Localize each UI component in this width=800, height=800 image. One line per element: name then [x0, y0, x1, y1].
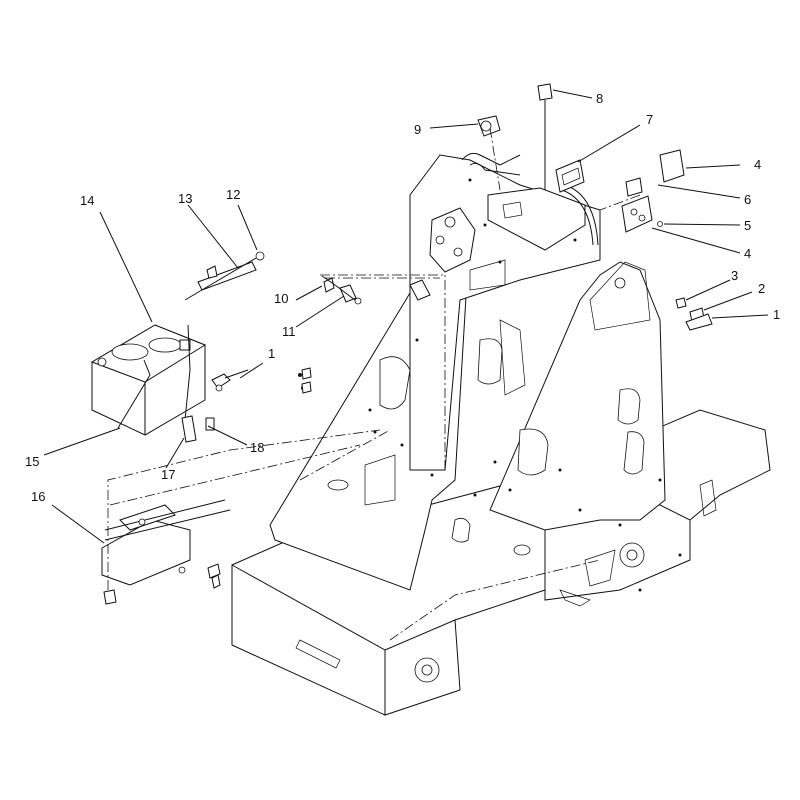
callout-5: 5 — [744, 218, 751, 233]
callout-6: 6 — [744, 192, 751, 207]
callout-11: 11 — [282, 324, 296, 339]
callout-2: 2 — [758, 281, 765, 296]
battery-tray — [101, 429, 381, 605]
callout-1-right: 1 — [773, 307, 780, 322]
switch-parts — [301, 83, 713, 394]
frame-holes — [298, 178, 682, 592]
callout-3: 3 — [731, 268, 738, 283]
leader-lines — [43, 89, 769, 544]
callout-4-top: 4 — [754, 157, 761, 172]
callout-17: 17 — [161, 467, 175, 482]
callout-13: 13 — [178, 191, 192, 206]
callout-10: 10 — [274, 291, 288, 306]
callout-4-bottom: 4 — [744, 246, 751, 261]
callout-12: 12 — [226, 187, 240, 202]
callout-7: 7 — [646, 112, 653, 127]
callout-8: 8 — [596, 91, 603, 106]
callout-16: 16 — [31, 489, 45, 504]
callout-labels: 1 1 2 3 4 4 5 6 7 8 9 10 11 12 13 14 15 … — [25, 91, 780, 504]
callout-1-left: 1 — [268, 346, 275, 361]
battery — [90, 324, 207, 436]
battery-hold-down — [117, 251, 265, 443]
callout-9: 9 — [414, 122, 421, 137]
callout-15: 15 — [25, 454, 39, 469]
callout-14: 14 — [80, 193, 94, 208]
callout-18: 18 — [250, 440, 264, 455]
